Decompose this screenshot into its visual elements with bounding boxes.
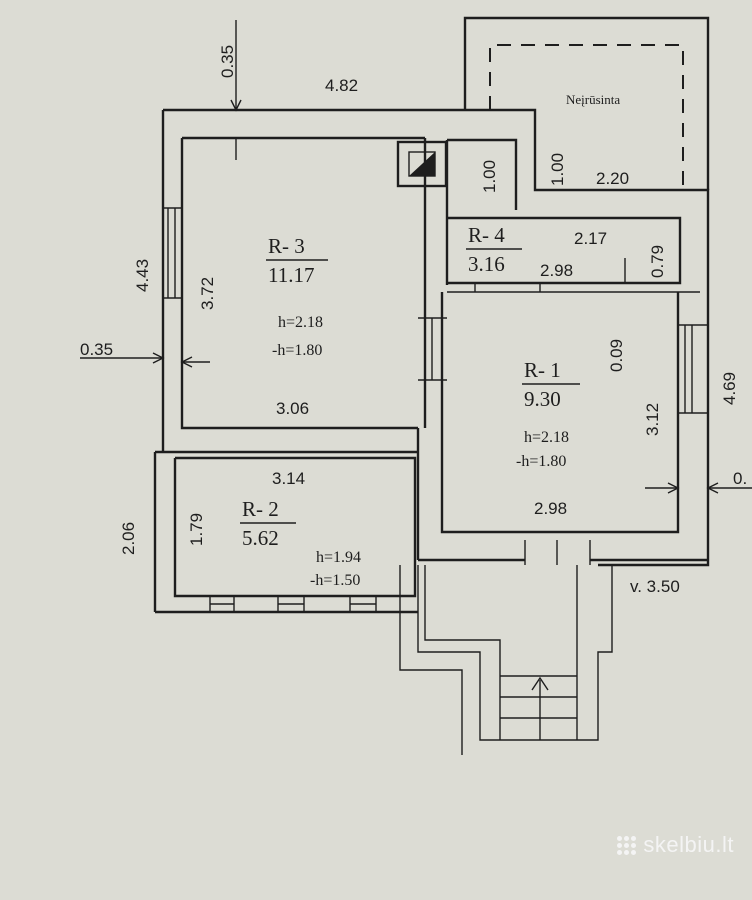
windows-bottom [209, 595, 377, 613]
unbuilt-label: Neįrūsinta [566, 92, 620, 107]
room-r2-neg-h: -h=1.50 [310, 572, 360, 589]
room-r3-neg-h: -h=1.80 [272, 342, 322, 359]
room-r3-width-dim: 3.06 [276, 399, 309, 418]
watermark-text: skelbiu.lt [643, 832, 734, 857]
room-r3-h: h=2.18 [278, 314, 323, 331]
watermark-logo-icon [617, 835, 637, 855]
room-r1-h: h=2.18 [524, 429, 569, 446]
dim-left-lower-height: 2.06 [119, 522, 138, 555]
room-r4: R- 4 3.16 2.17 2.98 0.79 1.00 [466, 160, 667, 280]
room-r1-id: R- 1 [524, 358, 561, 382]
room-r3-height-dim: 3.72 [198, 277, 217, 310]
room-r2-id: R- 2 [242, 497, 279, 521]
room-r2-height-dim: 1.79 [187, 513, 206, 546]
room-r2: R- 2 5.62 h=1.94 -h=1.50 1.79 3.14 [187, 469, 361, 589]
room-r2-area: 5.62 [242, 526, 279, 550]
room-r4-bottom-width: 2.98 [540, 261, 573, 280]
room-r1-inner-dim: 0.09 [607, 339, 626, 372]
outer-dimensions: 0.35 4.82 4.43 0.35 2.06 4.69 0. v. 3.50 [80, 45, 747, 596]
entrance-steps [399, 565, 613, 755]
room-r3: R- 3 11.17 h=2.18 -h=1.80 3.72 3.06 [198, 234, 328, 418]
dimension-lines [80, 20, 752, 494]
room-r1-area: 9.30 [524, 387, 561, 411]
dim-unbuilt-width: 2.20 [596, 169, 629, 188]
room-r2-h: h=1.94 [316, 549, 361, 566]
door-entrance [524, 540, 591, 565]
room-r2-width-dim: 3.14 [272, 469, 305, 488]
room-r4-top-width: 2.17 [574, 229, 607, 248]
room-r3-id: R- 3 [268, 234, 305, 258]
unbuilt-area: Neįrūsinta 2.20 1.00 [548, 92, 629, 188]
door-r3-r1 [418, 317, 447, 381]
level-mark: v. 3.50 [630, 577, 680, 596]
room-r4-left-dim: 1.00 [480, 160, 499, 193]
room-r4-id: R- 4 [468, 223, 505, 247]
openings [163, 207, 708, 613]
room-r1-height-dim: 3.12 [643, 403, 662, 436]
outer-walls [153, 16, 710, 614]
window-left [163, 207, 182, 299]
room-r1-neg-h: -h=1.80 [516, 453, 566, 470]
room-r1: R- 1 9.30 h=2.18 -h=1.80 3.12 2.98 0.09 [516, 339, 662, 518]
dim-unbuilt-depth: 1.00 [548, 153, 567, 186]
watermark: skelbiu.lt [617, 832, 734, 858]
dim-right-height: 4.69 [720, 372, 739, 405]
dim-top-offset: 0.35 [218, 45, 237, 78]
room-r4-depth: 0.79 [648, 245, 667, 278]
window-right [678, 324, 708, 414]
dim-top-width: 4.82 [325, 76, 358, 95]
room-r3-area: 11.17 [268, 263, 314, 287]
room-r1-width-dim: 2.98 [534, 499, 567, 518]
door-r4-r1 [474, 283, 541, 292]
dim-right-edge: 0. [733, 469, 747, 488]
dim-left-wall: 0.35 [80, 340, 113, 359]
dim-left-height: 4.43 [133, 259, 152, 292]
room-r4-area: 3.16 [468, 252, 505, 276]
